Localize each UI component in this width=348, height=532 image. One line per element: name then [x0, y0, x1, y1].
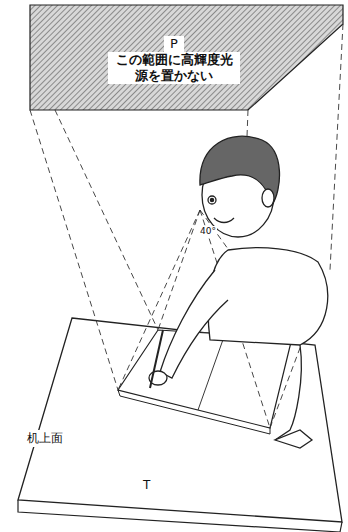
projection-lines: [30, 24, 343, 428]
figure-label: 机上面: [26, 430, 64, 447]
child-figure: [149, 136, 328, 448]
desk-edge: [18, 500, 340, 532]
book: [118, 330, 292, 428]
figure-label: T: [142, 478, 151, 492]
glare-zone: [30, 5, 343, 110]
zone-letter: P: [164, 36, 184, 52]
figure-label: 40°: [199, 226, 217, 236]
zone-note: この範囲に高輝度光源を置かない: [108, 52, 240, 84]
zone-label: Pこの範囲に高輝度光源を置かない: [108, 36, 240, 84]
